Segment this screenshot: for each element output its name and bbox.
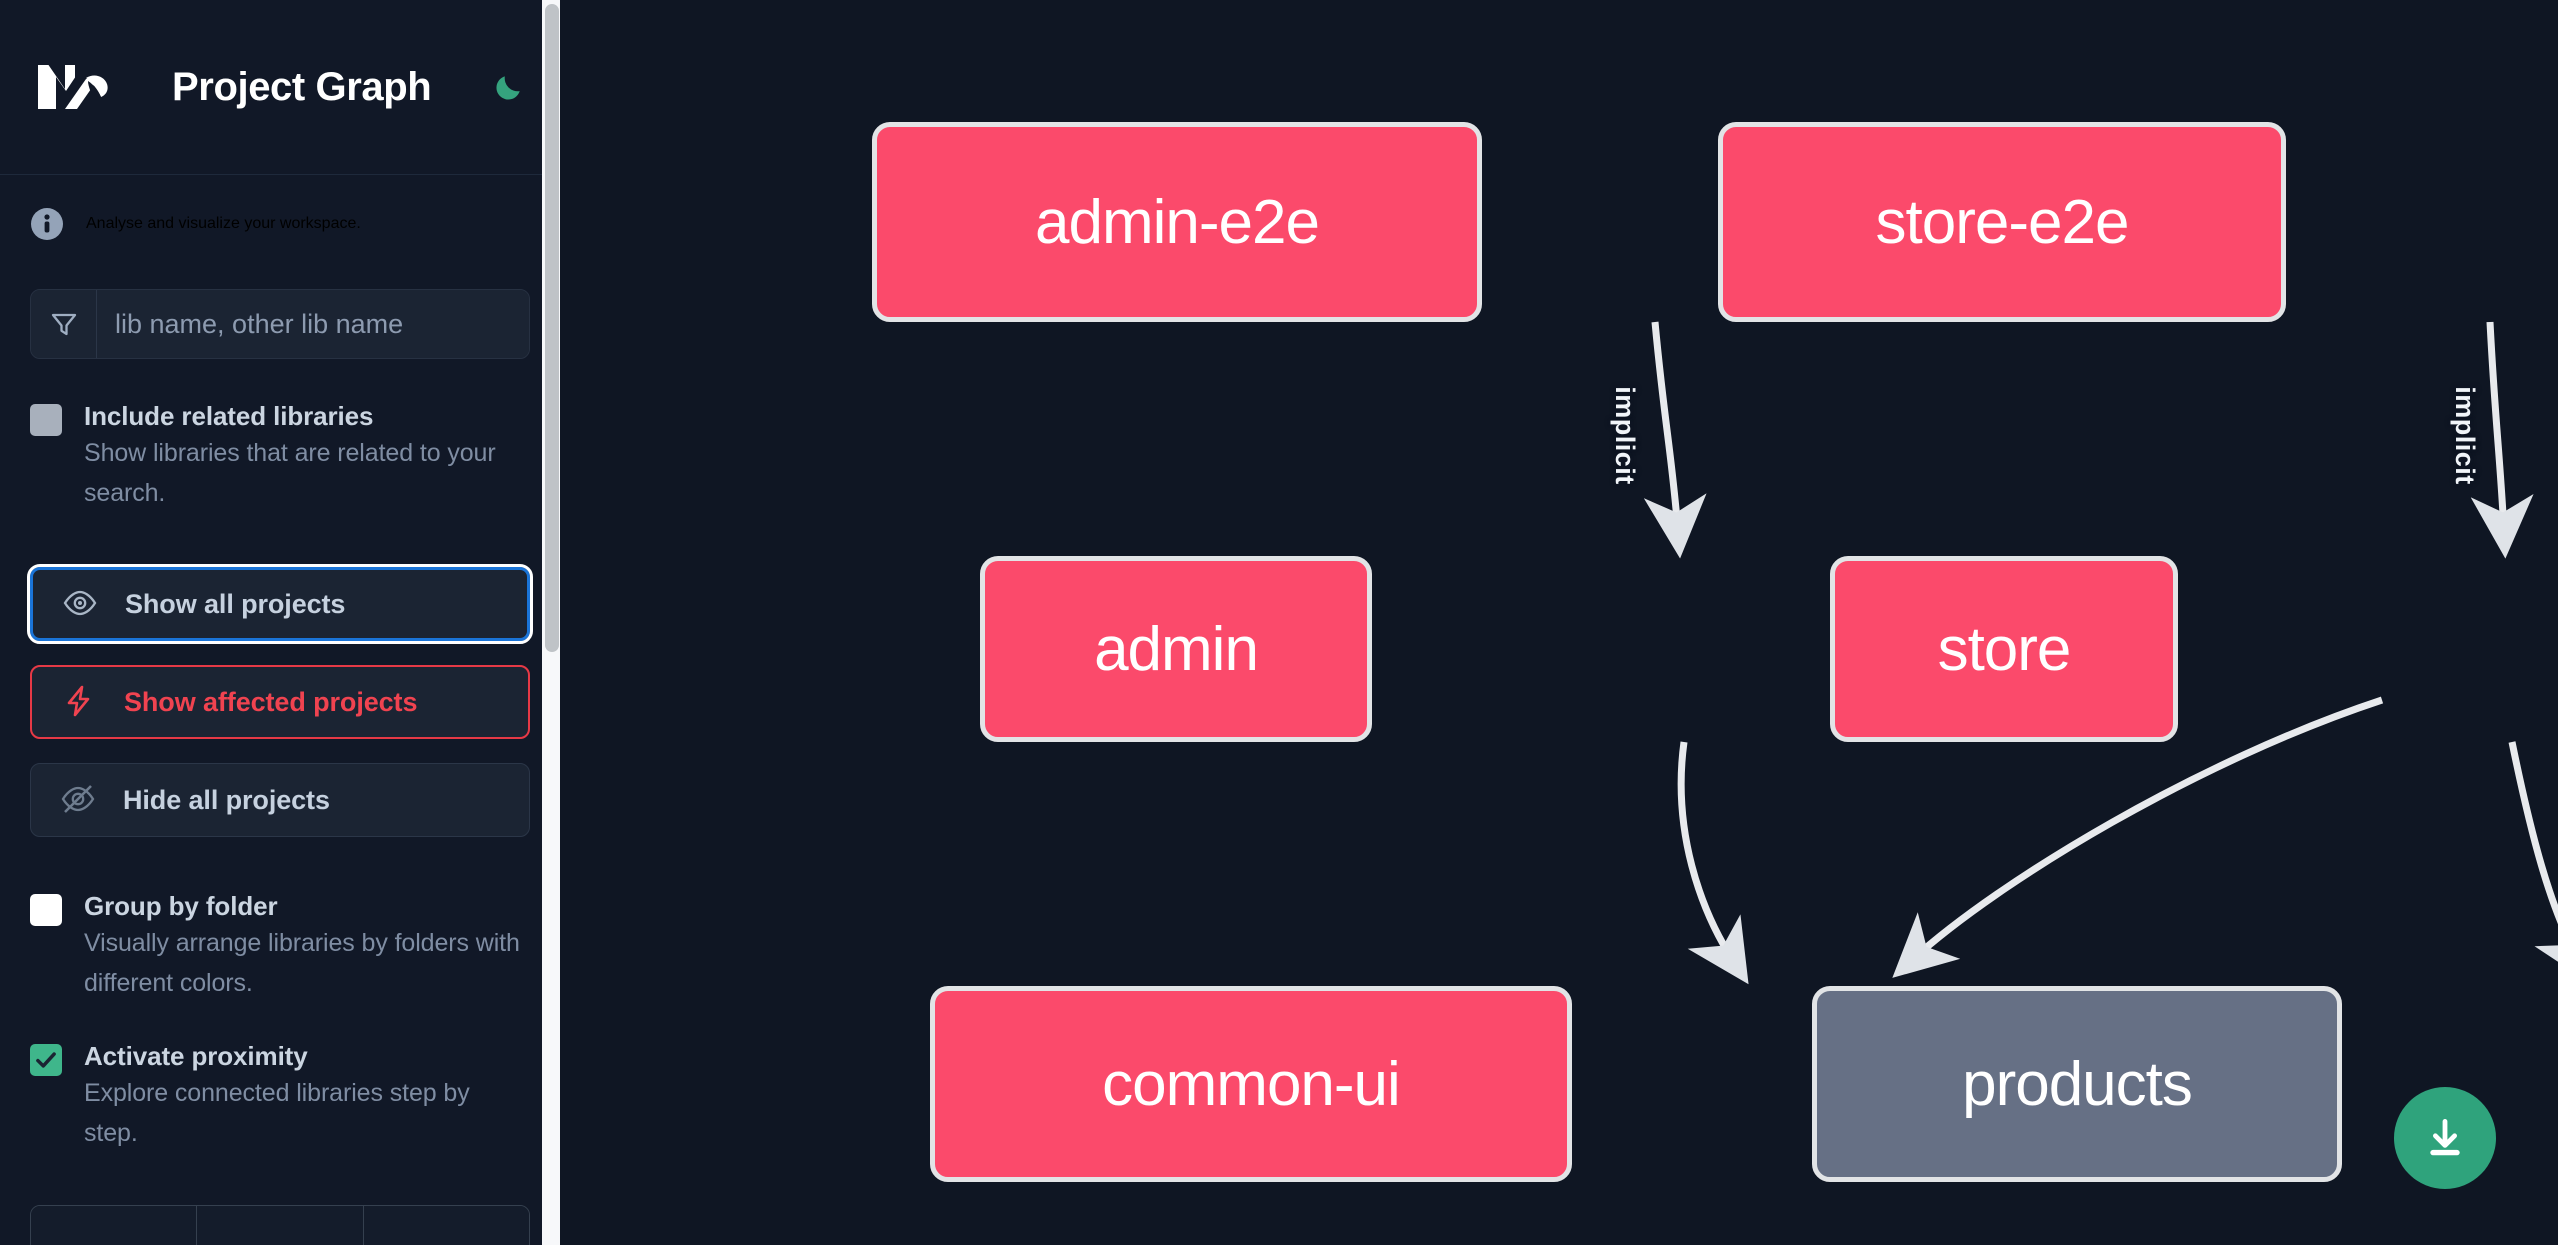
eye-icon xyxy=(63,586,97,623)
download-image-button[interactable] xyxy=(2394,1087,2496,1189)
show-all-projects-button[interactable]: Show all projects xyxy=(27,564,533,644)
option-description: Explore connected libraries step by step… xyxy=(84,1079,470,1147)
sidebar-scrollbar-thumb[interactable] xyxy=(545,4,559,652)
sidebar-scroll-content: Project Graph Analyse and visualize your… xyxy=(0,0,560,1245)
text-filter-segmented-control xyxy=(30,1205,530,1245)
checkbox-include-related-libraries[interactable] xyxy=(30,404,62,436)
checkbox-activate-proximity[interactable] xyxy=(30,1044,62,1076)
search-input[interactable] xyxy=(97,290,529,358)
graph-node-admin[interactable]: admin xyxy=(980,556,1372,742)
lightning-icon xyxy=(62,684,96,721)
segment-1[interactable] xyxy=(31,1206,198,1245)
option-texts: Include related libraries Show libraries… xyxy=(84,399,524,513)
graph-node-label: products xyxy=(1962,1049,2193,1119)
graph-node-products[interactable]: products xyxy=(1812,986,2342,1182)
option-activate-proximity[interactable]: Activate proximity Explore connected lib… xyxy=(30,1039,530,1153)
checkbox-group-by-folder[interactable] xyxy=(30,894,62,926)
graph-edges xyxy=(1643,321,2558,986)
option-texts: Activate proximity Explore connected lib… xyxy=(84,1039,524,1153)
graph-canvas[interactable]: admin-e2e store-e2e admin store common-u… xyxy=(560,0,2558,1245)
hide-all-projects-label: Hide all projects xyxy=(123,784,330,815)
graph-node-label: admin-e2e xyxy=(1035,187,1320,257)
filter-icon xyxy=(31,290,97,358)
graph-node-admin-e2e[interactable]: admin-e2e xyxy=(872,122,1482,322)
visibility-button-group: Show all projects Show affected projects xyxy=(27,564,533,837)
search-bar xyxy=(30,289,530,359)
hide-all-projects-button[interactable]: Hide all projects xyxy=(30,763,530,837)
sidebar-scrollbar-track[interactable] xyxy=(542,0,560,1245)
info-icon xyxy=(30,207,64,241)
graph-node-label: admin xyxy=(1094,614,1259,684)
graph-node-label: store-e2e xyxy=(1875,187,2130,257)
option-description: Show libraries that are related to your … xyxy=(84,439,496,507)
option-title: Group by folder xyxy=(84,891,278,921)
graph-node-common-ui[interactable]: common-ui xyxy=(930,986,1572,1182)
show-all-projects-label: Show all projects xyxy=(125,588,346,619)
graph-node-label: common-ui xyxy=(1102,1049,1401,1119)
segment-3[interactable] xyxy=(363,1206,529,1245)
graph-node-store-e2e[interactable]: store-e2e xyxy=(1718,122,2286,322)
graph-node-store[interactable]: store xyxy=(1830,556,2178,742)
page-title: Project Graph xyxy=(172,64,432,109)
moon-icon[interactable] xyxy=(487,65,530,109)
sidebar-tagline-text: Analyse and visualize your workspace. xyxy=(86,215,361,232)
show-affected-projects-label: Show affected projects xyxy=(124,686,418,717)
option-texts: Group by folder Visually arrange librari… xyxy=(84,889,524,1003)
option-group-by-folder[interactable]: Group by folder Visually arrange librari… xyxy=(30,889,530,1003)
check-icon xyxy=(36,1052,56,1068)
option-include-related-libraries[interactable]: Include related libraries Show libraries… xyxy=(30,399,530,513)
eye-off-icon xyxy=(61,782,95,819)
edge-label-store-e2e-store: implicit xyxy=(2449,386,2480,485)
nx-logo-icon xyxy=(30,57,122,117)
segment-2[interactable] xyxy=(197,1206,364,1245)
option-title: Activate proximity xyxy=(84,1041,308,1071)
download-icon xyxy=(2421,1113,2469,1164)
sidebar-header: Project Graph xyxy=(0,0,560,175)
show-affected-projects-button[interactable]: Show affected projects xyxy=(30,665,530,739)
option-title: Include related libraries xyxy=(84,401,374,431)
sidebar: Project Graph Analyse and visualize your… xyxy=(0,0,560,1245)
edge-label-admin-e2e-admin: implicit xyxy=(1609,386,1640,485)
graph-node-label: store xyxy=(1937,614,2072,684)
sidebar-tagline: Analyse and visualize your workspace. xyxy=(0,175,560,241)
option-description: Visually arrange libraries by folders wi… xyxy=(84,929,520,997)
